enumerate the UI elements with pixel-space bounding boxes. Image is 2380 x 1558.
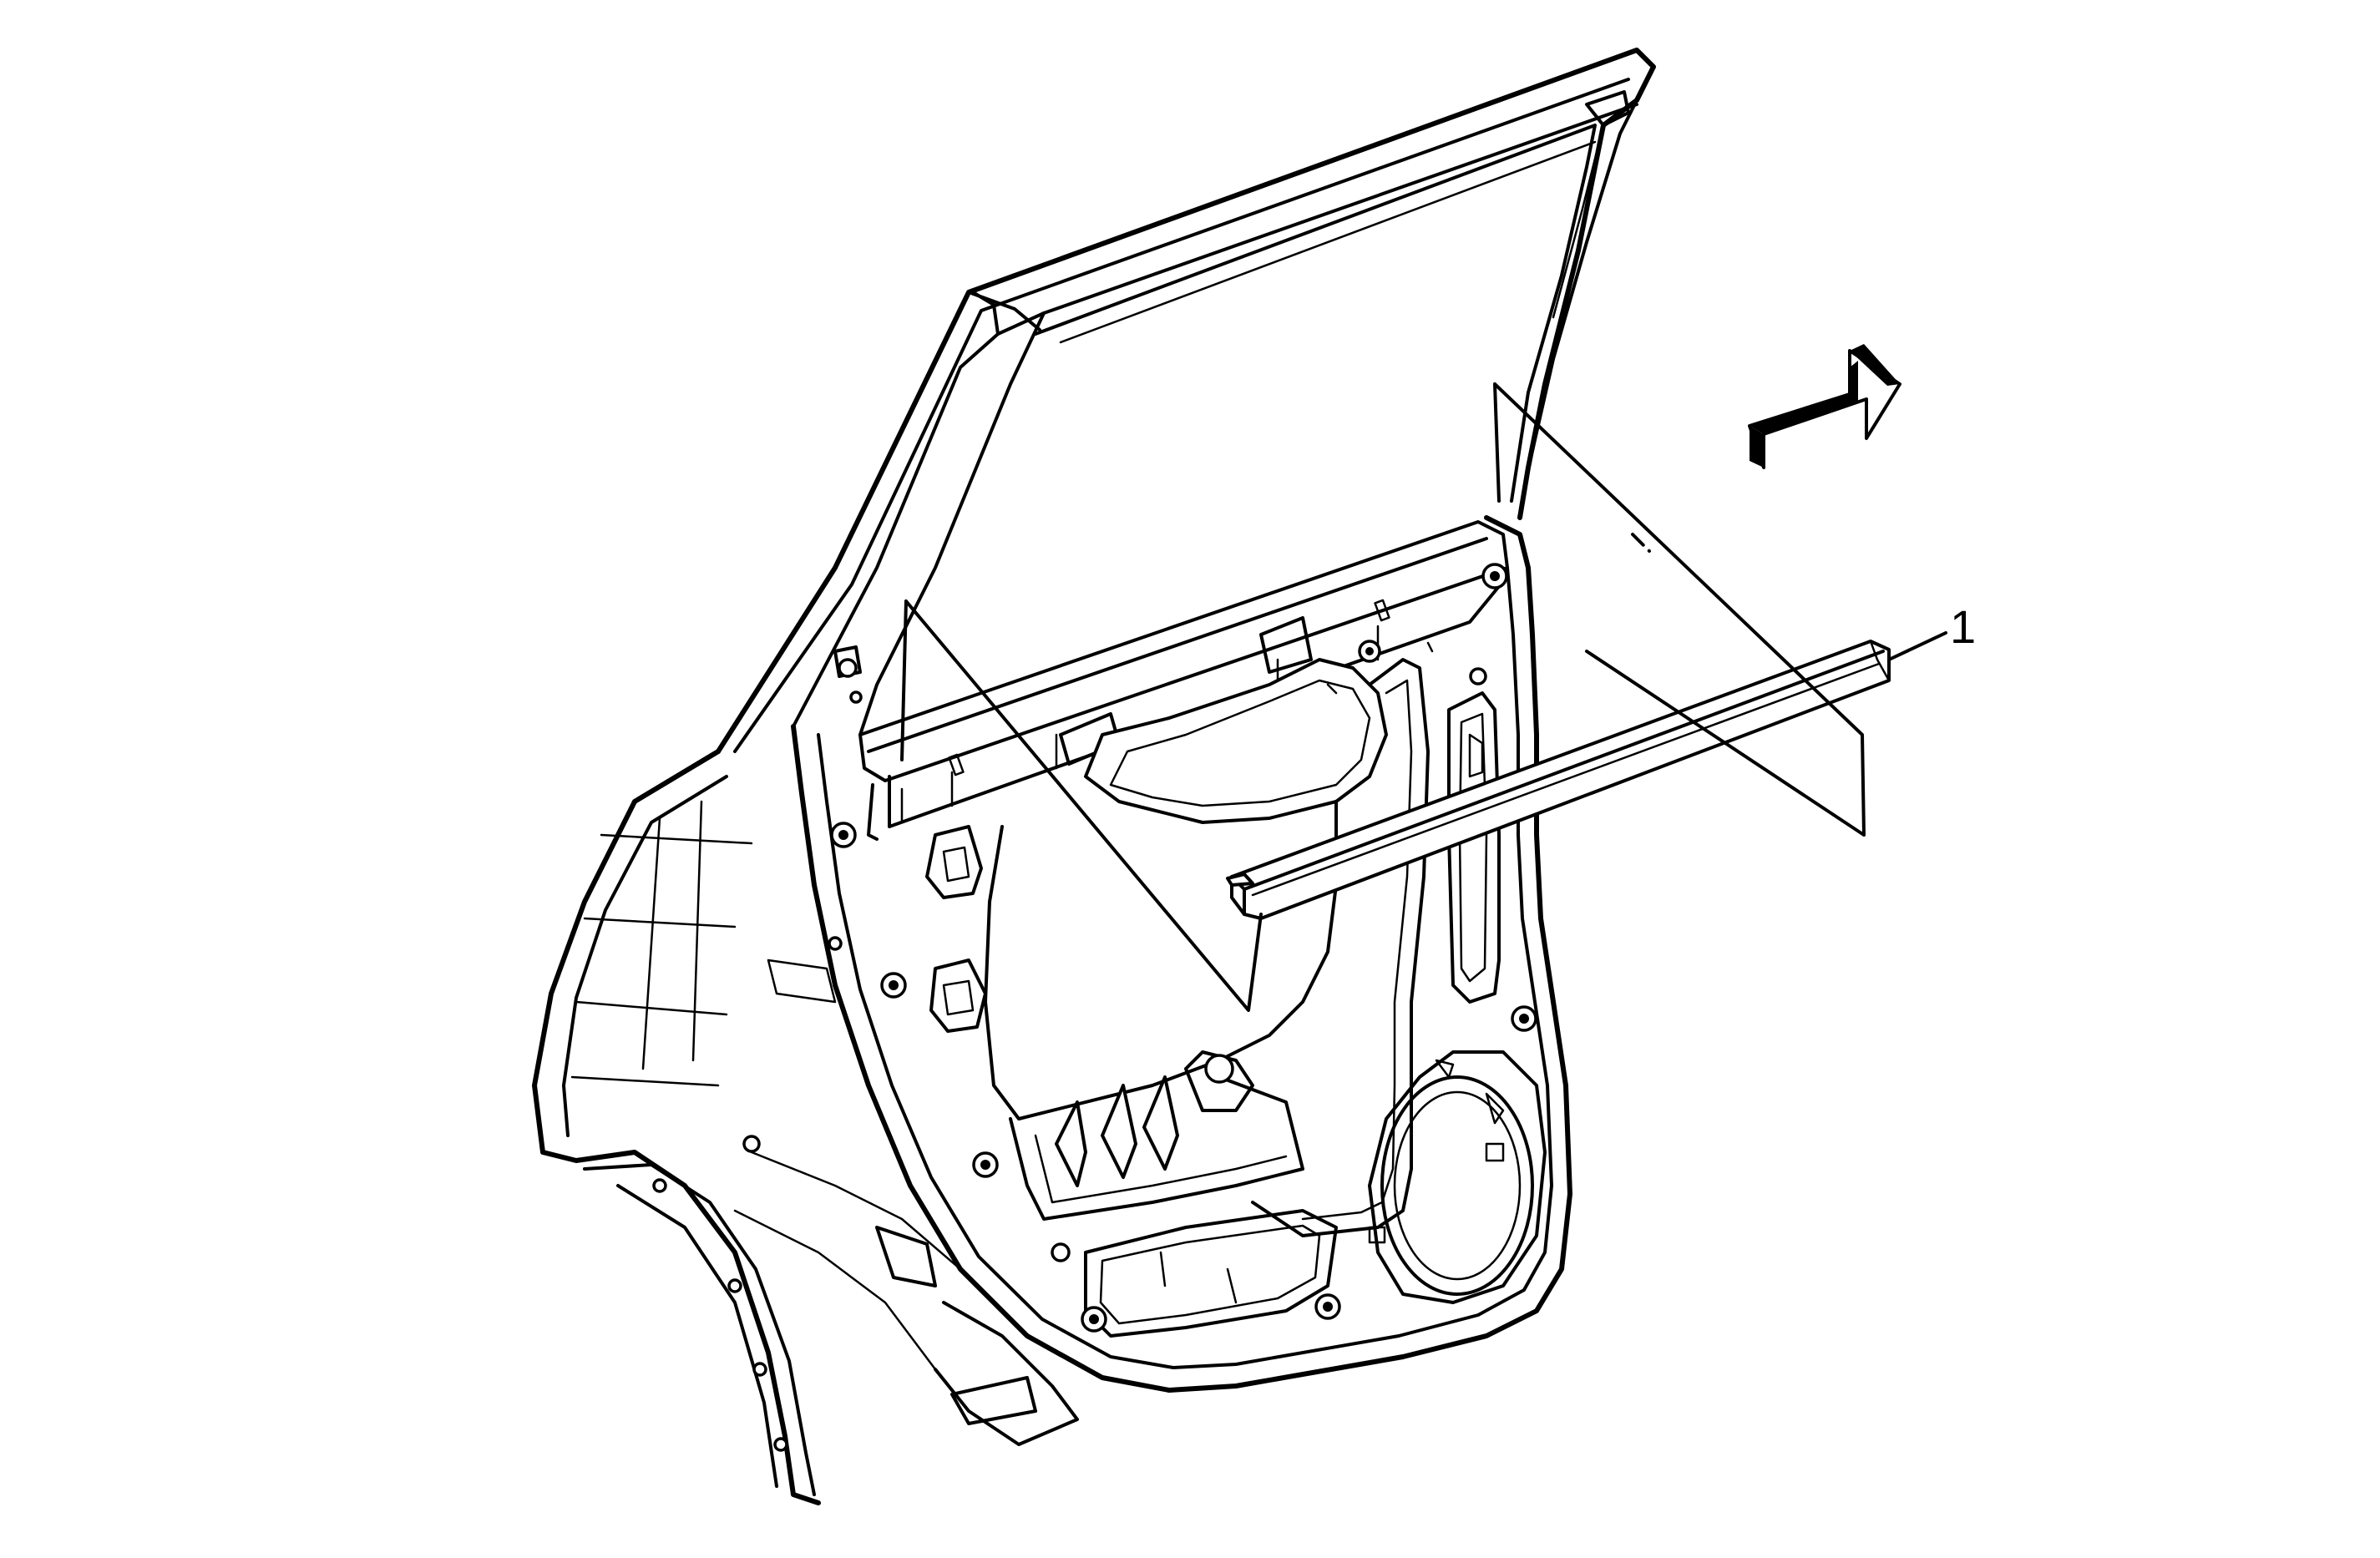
door-inner-panel — [791, 515, 1572, 1393]
body-quarter-panel — [532, 749, 1079, 1505]
door-window-frame — [716, 48, 1656, 754]
mounting-holes — [830, 563, 1537, 1333]
callout-1-label: 1 — [1950, 600, 1976, 653]
belt-sealing-strip — [1226, 640, 1891, 920]
forward-arrow-icon — [1748, 344, 1901, 469]
detail-projection-lines — [900, 382, 1866, 1012]
callout-1: 1 — [1887, 600, 1976, 661]
